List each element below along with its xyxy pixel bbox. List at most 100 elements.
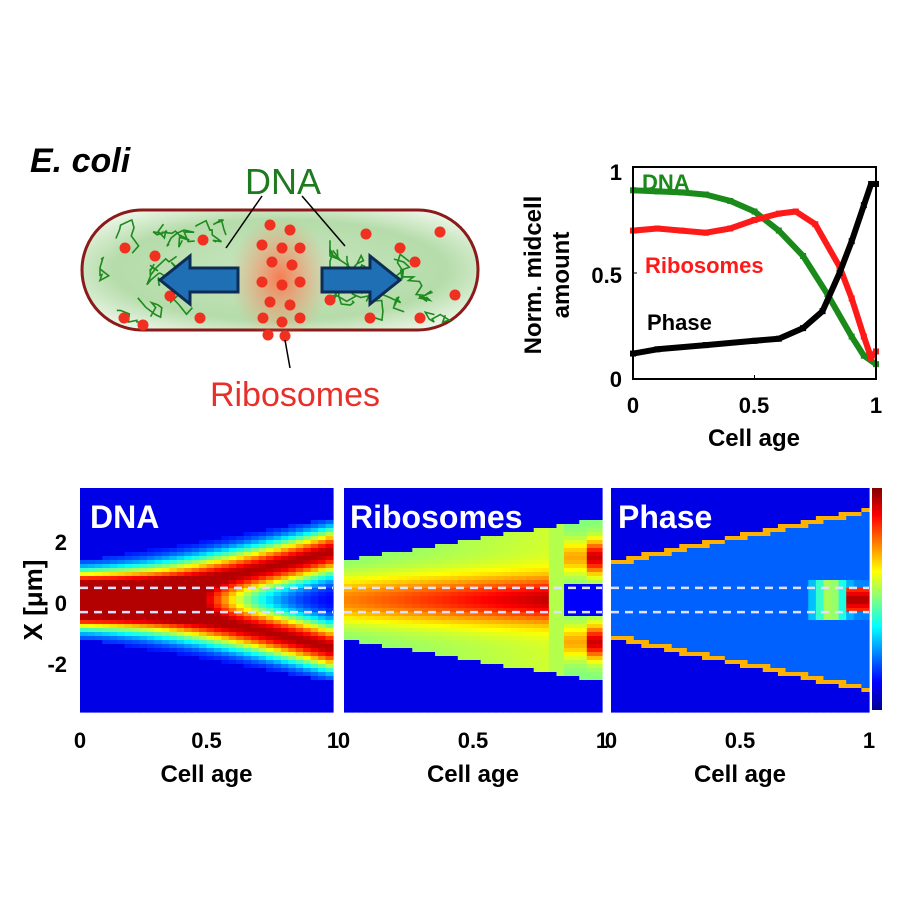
heatmap-cell: [732, 616, 741, 621]
heatmap-cell: [117, 596, 126, 601]
heatmap-cell: [404, 604, 413, 609]
heatmap-cell: [359, 500, 368, 505]
heatmap-cell: [526, 660, 535, 665]
heatmap-cell: [404, 704, 413, 709]
heatmap-cell: [251, 696, 260, 701]
heatmap-cell: [702, 520, 711, 525]
heatmap-cell: [533, 572, 542, 577]
heatmap-cell: [228, 640, 237, 645]
heatmap-cell: [243, 680, 252, 685]
heatmap-cell: [586, 504, 596, 509]
heatmap-cell: [206, 528, 215, 533]
heatmap-cell: [564, 664, 573, 669]
heatmap-cell: [303, 532, 312, 537]
y-tick-label: 1: [610, 160, 622, 185]
heatmap-cell: [266, 500, 275, 505]
heatmap-cell: [288, 508, 297, 513]
heatmap-cell: [579, 668, 588, 673]
heatmap-cell: [389, 636, 398, 641]
heatmap-cell: [641, 668, 650, 673]
heatmap-cell: [457, 572, 467, 577]
heatmap-cell: [325, 656, 334, 661]
heatmap-cell: [310, 656, 319, 661]
heatmap-cell: [579, 504, 588, 509]
heatmap-cell: [228, 628, 237, 633]
heatmap-cell: [679, 504, 688, 509]
heatmap-cell: [359, 604, 368, 609]
heatmap-cell: [359, 672, 368, 677]
heatmap-cell: [556, 708, 565, 713]
heatmap-cell: [258, 588, 267, 593]
heatmap-cell: [664, 500, 673, 505]
heatmap-cell: [427, 568, 436, 573]
heatmap-cell: [221, 508, 230, 513]
heatmap-cell: [427, 560, 436, 565]
heatmap-cell: [146, 600, 156, 605]
heatmap-cell: [374, 596, 383, 601]
heatmap-cell: [213, 700, 222, 705]
heatmap-cell: [586, 496, 596, 501]
heatmap-cell: [457, 708, 467, 713]
heatmap-cell: [442, 628, 451, 633]
heatmap-cell: [679, 636, 688, 641]
heatmap-cell: [556, 588, 565, 593]
heatmap-cell: [191, 684, 200, 689]
heatmap-cell: [618, 548, 627, 553]
heatmap-cell: [351, 492, 360, 497]
heatmap-cell: [184, 684, 193, 689]
heatmap-cell: [154, 700, 163, 705]
heatmap-cell: [419, 632, 429, 637]
heatmap-cell: [295, 556, 304, 561]
heatmap-cell: [359, 524, 368, 529]
heatmap-cell: [169, 536, 178, 541]
heatmap-cell: [503, 696, 512, 701]
heatmap-cell: [556, 496, 565, 501]
heatmap-cell: [724, 508, 734, 513]
heatmap-cell: [80, 604, 89, 609]
heatmap-cell: [288, 628, 297, 633]
heatmap-cell: [633, 668, 642, 673]
heatmap-cell: [258, 500, 267, 505]
heatmap-cell: [169, 512, 178, 517]
heatmap-cell: [154, 544, 163, 549]
heatmap-cell: [579, 576, 588, 581]
heatmap-cell: [586, 492, 596, 497]
heatmap-cell: [656, 684, 665, 689]
heatmap-cell: [87, 632, 96, 637]
heatmap-cell: [280, 648, 289, 653]
heatmap-cell: [541, 560, 550, 565]
heatmap-cell: [480, 632, 489, 637]
heatmap-cell: [488, 688, 497, 693]
heatmap-cell: [266, 660, 275, 665]
heatmap-cell: [724, 600, 734, 605]
heatmap-cell: [80, 532, 89, 537]
heatmap-cell: [213, 572, 222, 577]
heatmap-cell: [626, 552, 635, 557]
heatmap-cell: [518, 636, 527, 641]
heatmap-cell: [611, 652, 620, 657]
heatmap-cell: [495, 492, 504, 497]
heatmap-cell: [717, 696, 726, 701]
heatmap-cell: [633, 644, 642, 649]
heatmap-cell: [80, 488, 89, 493]
heatmap-cell: [374, 492, 383, 497]
heatmap-cell: [146, 636, 156, 641]
heatmap-cell: [397, 648, 406, 653]
heatmap-cell: [442, 692, 451, 697]
heatmap-cell: [169, 524, 178, 529]
heatmap-cell: [435, 680, 444, 685]
heatmap-cell: [533, 544, 542, 549]
heatmap-cell: [109, 492, 118, 497]
heatmap-cell: [412, 648, 421, 653]
heatmap-cell: [664, 520, 673, 525]
heatmap-cell: [184, 648, 193, 653]
heatmap-cell: [310, 664, 319, 669]
heatmap-cell: [117, 512, 126, 517]
heatmap-cell: [94, 544, 103, 549]
heatmap-cell: [318, 620, 327, 625]
heatmap-cell: [618, 560, 627, 565]
heatmap-cell: [310, 572, 319, 577]
heatmap-cell: [724, 632, 734, 637]
heatmap-cell: [633, 592, 642, 597]
heatmap-cell: [169, 636, 178, 641]
